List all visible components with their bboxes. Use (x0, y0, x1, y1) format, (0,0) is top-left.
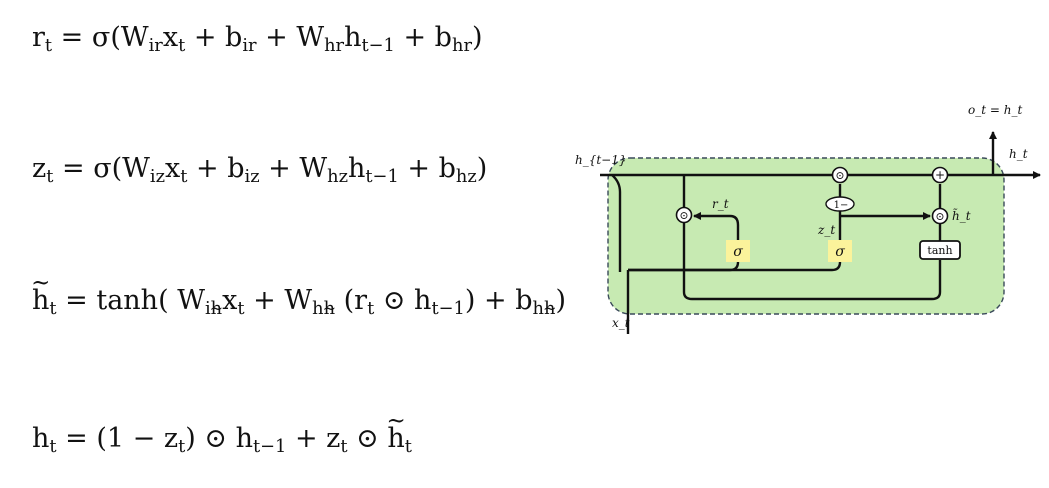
eq-symbol: z (32, 153, 47, 184)
candidate-multiply-node (931, 207, 949, 225)
sigma-update-gate (828, 240, 852, 262)
top-multiply-node (831, 166, 849, 184)
gru-cell-diagram: ⊙ ⊙ + ⊙ 1− σ σ tanh o_t = h_t h_t h_{t−1… (575, 103, 1041, 334)
plus-node (931, 166, 949, 184)
tanh-label: tanh (927, 244, 952, 257)
output-label: o_t = h_t (968, 103, 1022, 117)
sigma-update-label: σ (835, 244, 845, 260)
tanh-gate (919, 240, 961, 260)
equation-reset-gate: rt = σ(Wirxt + bir + Whrht−1 + bhr) (32, 22, 483, 56)
top-multiply-symbol: ⊙ (835, 169, 844, 182)
one-minus-label: 1− (834, 200, 849, 211)
reset-multiply-node (675, 206, 693, 224)
sigma-reset-gate (726, 240, 750, 262)
equation-candidate-state: ht = tanh( Wihxt + Whh (rt ⊙ ht−1) + bhh… (32, 285, 566, 317)
h-prev-label: h_{t−1} (575, 153, 627, 167)
sigma-reset-label: σ (733, 244, 743, 260)
h-out-label: h_t (1009, 147, 1028, 161)
candidate-multiply-symbol: ⊙ (935, 210, 944, 223)
r-t-label: r_t (712, 197, 729, 211)
eq-symbol: r (32, 22, 45, 53)
x-in-label: x_t (612, 316, 630, 330)
equation-hidden-state: ht = (1 − zt) ⊙ ht−1 + zt ⊙ ht (32, 423, 412, 455)
h-tilde-label: h̃_t (952, 207, 971, 223)
one-minus-node (825, 196, 855, 212)
equation-update-gate: zt = σ(Wizxt + biz + Whzht−1 + bhz) (32, 153, 488, 187)
connection-lines (600, 131, 1041, 334)
plus-symbol: + (935, 168, 945, 182)
eq-symbol: h (32, 285, 49, 316)
z-t-label: z_t (817, 223, 835, 237)
reset-multiply-symbol: ⊙ (679, 209, 688, 222)
eq-symbol: h (32, 423, 50, 454)
gru-cell-body (607, 157, 1005, 315)
